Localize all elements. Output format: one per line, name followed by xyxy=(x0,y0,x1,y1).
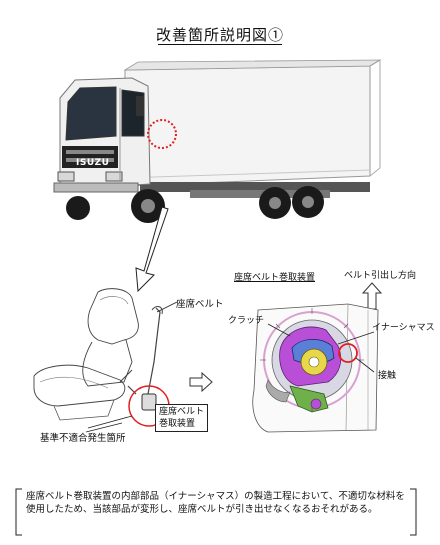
retractor-mechanism xyxy=(252,303,379,433)
clutch-label: クラッチ xyxy=(228,316,265,326)
note-brackets xyxy=(15,488,417,536)
page-title: 改善箇所説明図① xyxy=(155,26,284,44)
pull-direction-label: ベルト引出し方向 xyxy=(344,271,417,281)
retractor-box-label: 座席ベルト 巻取装置 xyxy=(155,404,209,432)
seatbelt-label: 座席ベルト xyxy=(176,299,224,310)
defect-description: 座席ベルト巻取装置の内部部品（イナーシャマス）の製造工程において、不適切な材料を… xyxy=(26,491,405,515)
contact-label: 接触 xyxy=(378,371,397,381)
defect-location-label: 基準不適合発生箇所 xyxy=(40,433,126,444)
retractor-box-line2: 巻取装置 xyxy=(159,419,196,429)
defect-leader xyxy=(85,422,123,433)
retractor-box-line1: 座席ベルト xyxy=(159,407,205,417)
down-arrow-icon xyxy=(135,206,169,293)
truck-badge: ISUZU xyxy=(76,158,110,168)
seatbelt-leader xyxy=(156,301,178,313)
inertia-mass-label: イナーシャマス xyxy=(372,323,435,333)
title-underline xyxy=(158,44,282,45)
right-arrow-icon xyxy=(189,372,213,392)
truck-illustration xyxy=(53,59,382,223)
retractor-detail-title: 座席ベルト巻取装置 xyxy=(234,273,316,283)
